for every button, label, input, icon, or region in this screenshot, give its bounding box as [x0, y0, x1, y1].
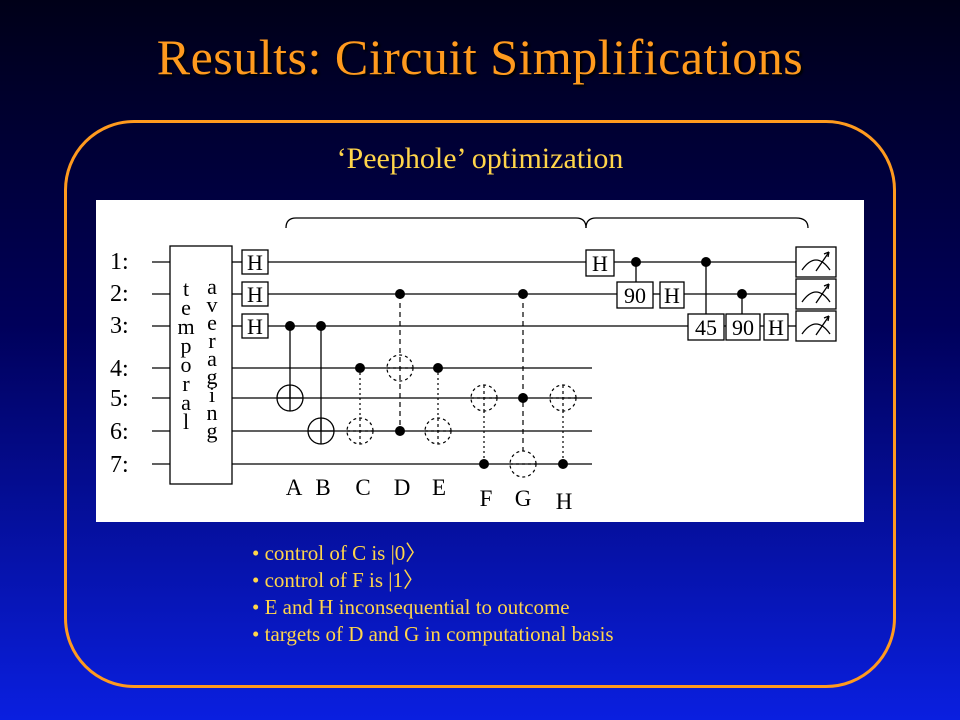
- temporal-averaging-box: [169, 245, 233, 485]
- meter-icon-q2: [795, 278, 837, 310]
- step-label-g: G: [515, 486, 532, 511]
- step-label-e: E: [432, 475, 446, 500]
- bullet-item-2: control of F is |1〉: [252, 567, 614, 594]
- averaging-letter-6: g: [207, 364, 218, 389]
- h-gate-q3: H: [247, 314, 263, 339]
- slide-subtitle: ‘Peephole’ optimization: [336, 142, 624, 175]
- temporal-letter-7: a: [181, 390, 191, 415]
- temporal-letter-5: o: [181, 352, 192, 377]
- bullet-item-1: control of C is |0〉: [252, 540, 614, 567]
- temporal-letter-3: m: [177, 314, 194, 339]
- bullet-list: control of C is |0〉 control of F is |1〉 …: [252, 540, 614, 648]
- h-gate-q2-final: H: [664, 283, 680, 308]
- bullet-item-3: E and H inconsequential to outcome: [252, 594, 614, 621]
- averaging-letter-9: g: [207, 418, 218, 443]
- h-gate-q1: H: [247, 250, 263, 275]
- step-label-c: C: [355, 475, 370, 500]
- bullet-item-4: targets of D and G in computational basi…: [252, 621, 614, 648]
- meter-icon-q3: [795, 310, 837, 342]
- temporal-letter-2: e: [181, 295, 191, 320]
- h-gate-q3-final: H: [768, 315, 784, 340]
- h-gate-q1-final: H: [592, 251, 608, 276]
- averaging-letter-4: r: [208, 328, 216, 353]
- qubit-label-7: 7:: [110, 452, 129, 478]
- step-label-f: F: [480, 486, 493, 511]
- phase-gate-45-q3: 45: [695, 315, 717, 340]
- h-gate-q2: H: [247, 282, 263, 307]
- content-frame: [64, 120, 896, 688]
- qubit-label-1: 1:: [110, 249, 129, 275]
- phase-gate-90-q2: 90: [624, 283, 646, 308]
- averaging-letter-8: n: [207, 400, 218, 425]
- step-label-d: D: [394, 475, 411, 500]
- temporal-letter-4: p: [181, 333, 192, 358]
- averaging-letter-3: e: [207, 310, 217, 335]
- temporal-letter-6: r: [182, 371, 190, 396]
- step-label-h: H: [556, 489, 573, 514]
- temporal-letter-8: l: [183, 409, 189, 434]
- phase-gate-90-q3: 90: [732, 315, 754, 340]
- brace-simplified: [285, 217, 587, 229]
- temporal-letter-1: t: [183, 276, 189, 301]
- qubit-label-2: 2:: [110, 281, 129, 307]
- step-label-b: B: [315, 475, 330, 500]
- averaging-letter-7: i: [209, 382, 215, 407]
- meter-icon-q1: [795, 246, 837, 278]
- averaging-letter-2: v: [207, 292, 218, 317]
- qubit-label-4: 4:: [110, 356, 129, 382]
- step-label-a: A: [286, 475, 303, 500]
- qubit-label-6: 6:: [110, 419, 129, 445]
- slide-title: Results: Circuit Simplifications: [156, 29, 804, 85]
- averaging-letter-1: a: [207, 274, 217, 299]
- qubit-label-3: 3:: [110, 313, 129, 339]
- qubit-label-5: 5:: [110, 386, 129, 412]
- brace-final: [585, 217, 809, 229]
- averaging-letter-5: a: [207, 346, 217, 371]
